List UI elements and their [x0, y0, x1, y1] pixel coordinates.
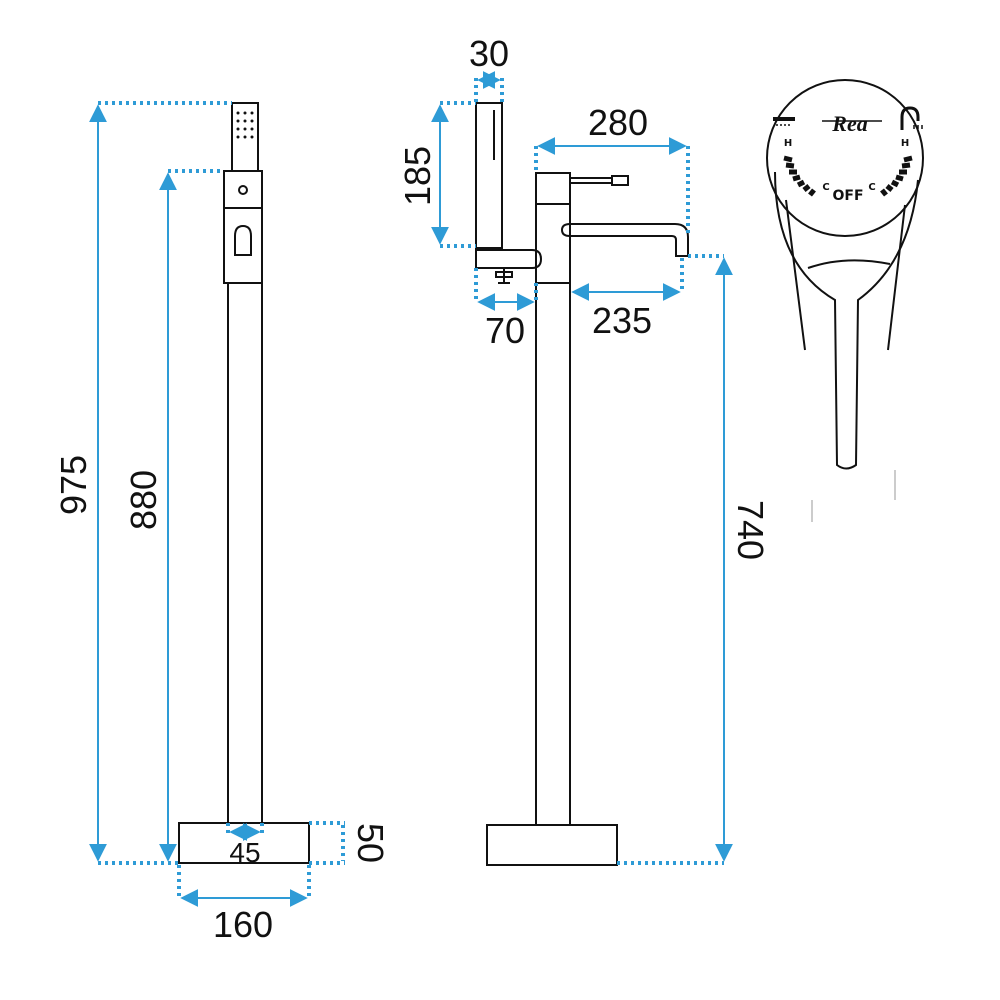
temperature-scale-right [880, 155, 913, 197]
mixer-window [234, 224, 252, 256]
side-dimensions: 30 185 280 70 235 740 [397, 33, 771, 865]
spout-icon [900, 106, 923, 130]
front-dimensions: 975 880 50 45 160 [53, 101, 391, 945]
mixer-indicator [238, 185, 248, 195]
dim-handshower-width: 30 [469, 33, 509, 74]
dim-pipe-width: 45 [229, 837, 260, 868]
hot-label-right: H [901, 138, 909, 149]
handle-detail: Rea H H C C OFF [766, 79, 924, 522]
handshower-icon [773, 117, 795, 126]
side-view [475, 102, 689, 866]
cold-label-right: C [868, 182, 875, 193]
pipe-front [227, 282, 263, 824]
dim-base-width: 160 [213, 904, 273, 945]
mixer-lever [569, 177, 613, 184]
base-side [486, 824, 618, 866]
handshower-nozzles [236, 111, 254, 139]
front-view [178, 102, 310, 864]
dim-mixer-height: 880 [123, 470, 164, 530]
handle-dial [766, 79, 924, 237]
brand-logo: Rea [831, 111, 867, 136]
dim-total-height: 975 [53, 455, 94, 515]
mixer-body-side [535, 172, 571, 284]
dim-base-height: 50 [350, 823, 391, 863]
spout-side [560, 223, 689, 257]
handshower-side [475, 102, 503, 249]
dim-holder-reach: 70 [485, 310, 525, 351]
pipe-side [535, 282, 571, 826]
off-label: OFF [832, 188, 863, 204]
dim-spout-height: 740 [730, 500, 771, 560]
dim-spout-reach-total: 280 [588, 102, 648, 143]
cold-label-left: C [822, 182, 829, 193]
dim-handshower-height: 185 [397, 146, 438, 206]
handshower-holder [475, 249, 543, 269]
temperature-scale-left [783, 155, 816, 197]
hot-label-left: H [784, 138, 792, 149]
dim-spout-reach: 235 [592, 300, 652, 341]
